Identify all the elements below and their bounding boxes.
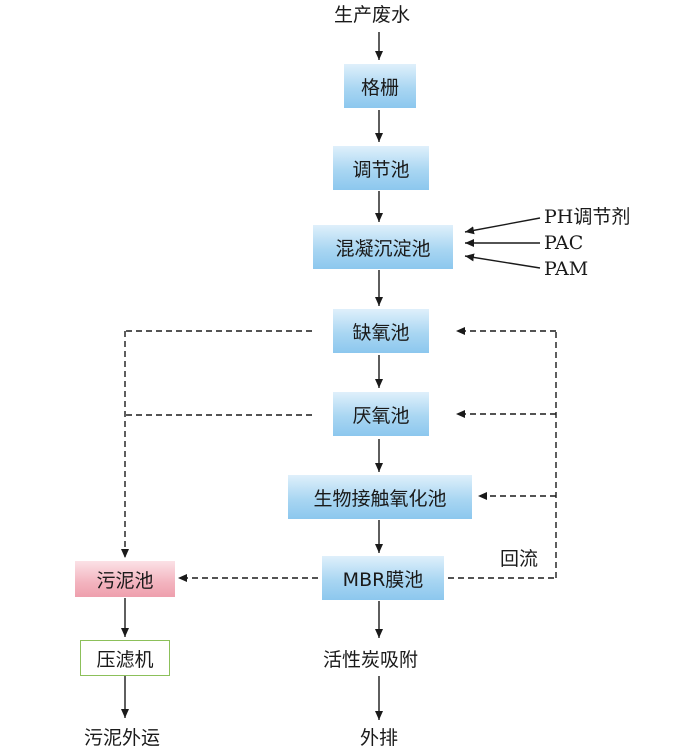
ph-chemical-label: PH调节剂 bbox=[544, 206, 631, 228]
activated-carbon-label: 活性炭吸附 bbox=[323, 649, 419, 671]
regulating-tank-box: 调节池 bbox=[333, 146, 429, 190]
arrow-pam-dosing bbox=[464, 253, 541, 269]
source-label: 生产废水 bbox=[334, 4, 411, 26]
sludge-out-label: 污泥外运 bbox=[84, 727, 161, 749]
coag-sed-tank-box: 混凝沉淀池 bbox=[313, 225, 453, 269]
mbr-tank-box: MBR膜池 bbox=[322, 556, 444, 600]
pam-chemical-label: PAM bbox=[544, 258, 589, 280]
bio-contact-tank-box: 生物接触氧化池 bbox=[288, 475, 472, 519]
arrow-ph-dosing bbox=[464, 217, 541, 235]
anoxic-tank-box: 缺氧池 bbox=[333, 309, 429, 353]
discharge-label: 外排 bbox=[360, 727, 399, 749]
anaerobic-tank-box: 厌氧池 bbox=[333, 392, 429, 436]
pac-chemical-label: PAC bbox=[544, 232, 584, 254]
filter-press-box: 压滤机 bbox=[80, 640, 170, 676]
grille-box: 格栅 bbox=[344, 64, 416, 108]
sludge-tank-box: 污泥池 bbox=[75, 561, 175, 597]
reflux-label: 回流 bbox=[500, 548, 539, 570]
